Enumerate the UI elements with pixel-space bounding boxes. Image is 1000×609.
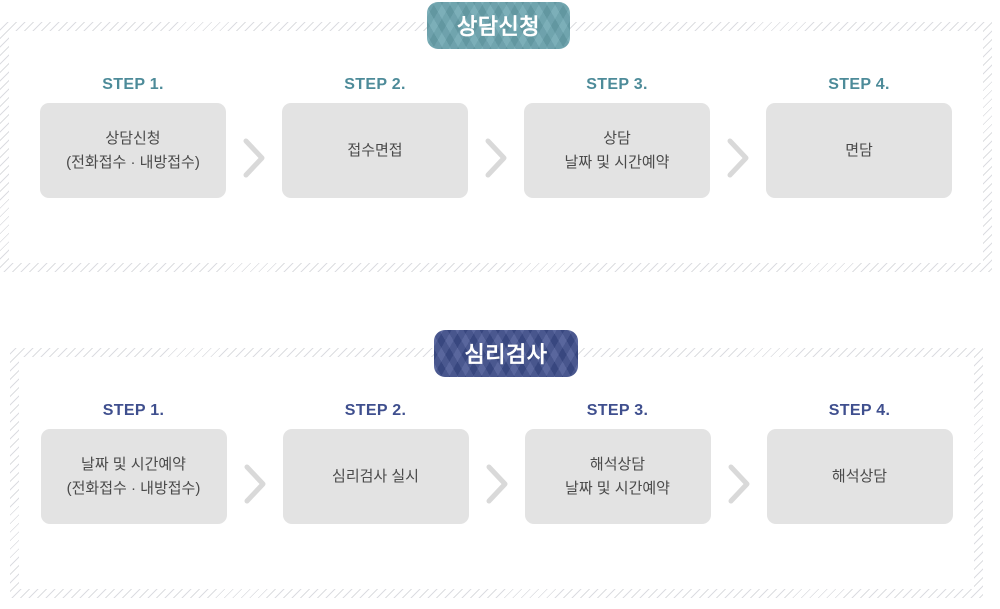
step-text-line: (전화접수 · 내방접수) [66, 479, 201, 497]
step-text-line: 면담 [845, 141, 873, 159]
step-box: 상담 날짜 및 시간예약 [524, 103, 710, 198]
step-label: STEP 3. [586, 76, 648, 93]
step-label: STEP 4. [828, 402, 891, 419]
step-label: STEP 2. [344, 402, 407, 419]
step-label: STEP 3. [586, 402, 649, 419]
step-text-line: 날짜 및 시간예약 [564, 153, 670, 171]
steps-row-consult: STEP 1. 상담신청 (전화접수 · 내방접수) STEP 2. 접수면접 … [0, 76, 992, 205]
flow-section-consult: 상담신청 STEP 1. 상담신청 (전화접수 · 내방접수) STEP 2. … [0, 2, 992, 272]
step-text-line: 날짜 및 시간예약 [565, 479, 670, 497]
section-title-text: 심리검사 [464, 341, 548, 367]
step-text-line: 해석상담 [831, 467, 888, 485]
step-3: STEP 3. 해석상담 날짜 및 시간예약 [524, 402, 711, 524]
step-label: STEP 2. [344, 76, 406, 93]
step-box: 해석상담 [766, 429, 953, 524]
step-text-line: 날짜 및 시간예약 [81, 456, 186, 474]
step-text-line: (전화접수 · 내방접수) [66, 153, 200, 171]
step-4: STEP 4. 해석상담 [766, 402, 953, 524]
step-label: STEP 4. [828, 76, 890, 93]
section-title-badge-psych-test: 심리검사 [434, 330, 578, 377]
step-box: 상담신청 (전화접수 · 내방접수) [40, 103, 226, 198]
step-2: STEP 2. 심리검사 실시 [282, 402, 469, 524]
step-3: STEP 3. 상담 날짜 및 시간예약 [524, 76, 710, 198]
chevron-right-icon [710, 110, 766, 205]
steps-row-psych-test: STEP 1. 날짜 및 시간예약 (전화접수 · 내방접수) STEP 2. … [10, 402, 983, 531]
step-2: STEP 2. 접수면접 [282, 76, 468, 198]
step-box: 접수면접 [282, 103, 468, 198]
step-box: 면담 [766, 103, 952, 198]
step-label: STEP 1. [102, 76, 164, 93]
step-box: 심리검사 실시 [282, 429, 469, 524]
step-text-line: 해석상담 [589, 456, 646, 474]
step-box: 해석상담 날짜 및 시간예약 [524, 429, 711, 524]
step-4: STEP 4. 면담 [766, 76, 952, 198]
step-box: 날짜 및 시간예약 (전화접수 · 내방접수) [40, 429, 227, 524]
step-text-line: 상담신청 [105, 130, 161, 148]
step-text-line: 상담 [603, 130, 631, 148]
chevron-right-icon [468, 110, 524, 205]
step-text-line: 심리검사 실시 [332, 467, 419, 485]
step-1: STEP 1. 날짜 및 시간예약 (전화접수 · 내방접수) [40, 402, 227, 524]
flow-section-psych-test: 심리검사 STEP 1. 날짜 및 시간예약 (전화접수 · 내방접수) STE… [10, 330, 983, 598]
step-text-line: 접수면접 [347, 141, 403, 159]
chevron-right-icon [469, 436, 525, 531]
step-1: STEP 1. 상담신청 (전화접수 · 내방접수) [40, 76, 226, 198]
chevron-right-icon [711, 436, 767, 531]
step-label: STEP 1. [102, 402, 165, 419]
section-title-text: 상담신청 [457, 13, 540, 39]
chevron-right-icon [227, 436, 283, 531]
chevron-right-icon [226, 110, 282, 205]
section-title-badge-consult: 상담신청 [427, 2, 570, 49]
